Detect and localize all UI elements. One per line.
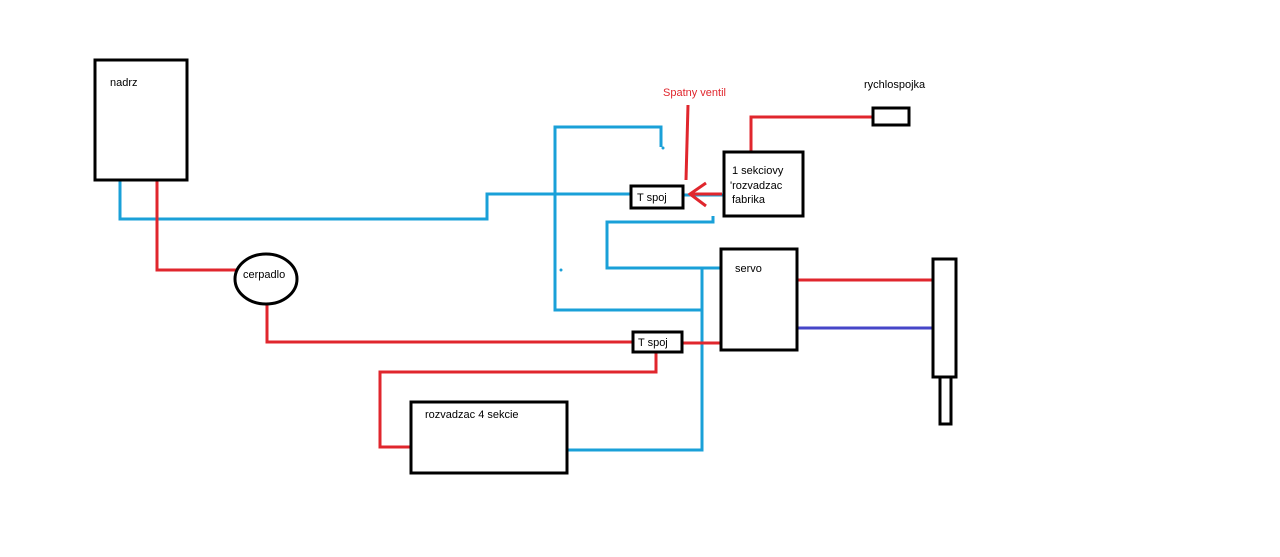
return-loop-outer <box>553 125 702 312</box>
section-valve-box <box>722 150 805 218</box>
supply-tee-to-valve-block <box>378 352 658 449</box>
tee-top-label: T spoj <box>637 192 667 204</box>
return-valve-block <box>567 268 704 452</box>
return-lines <box>118 125 724 452</box>
supply-section-to-coupling <box>749 115 873 152</box>
section-valve-line-1: 1 sekciovy <box>732 165 784 177</box>
cylinder-body <box>931 257 958 379</box>
tee-top-box <box>629 184 685 210</box>
servo-box <box>719 247 799 352</box>
stray-dot <box>559 268 563 272</box>
quick-coupling-box <box>871 106 911 127</box>
supply-pump-to-tee <box>265 302 633 344</box>
tank-box <box>93 58 189 182</box>
section-valve-line-2: 'rozvadzac <box>730 180 783 192</box>
tee-bottom-label: T spoj <box>638 337 668 349</box>
return-tank-to-tee-top <box>118 180 631 221</box>
valve-block-box <box>409 400 569 475</box>
supply-tank-to-pump <box>155 180 236 272</box>
supply-lines <box>155 115 933 449</box>
section-valve-line-3: fabrika <box>732 194 766 206</box>
pump-label: cerpadlo <box>243 269 285 281</box>
check-valve-label: Spatny ventil <box>663 87 726 99</box>
pump-ellipse <box>233 252 299 306</box>
stray-dot <box>661 146 665 150</box>
tank-label: nadrz <box>110 77 138 89</box>
cylinder-rod <box>938 375 953 426</box>
check-valve-arrow <box>684 104 722 208</box>
valve-block-label: rozvadzac 4 sekcie <box>425 409 519 421</box>
servo-label: servo <box>735 263 762 275</box>
return-servo-to-section <box>605 216 721 270</box>
tee-bottom-box <box>631 330 684 354</box>
quick-coupling-label: rychlospojka <box>864 79 926 91</box>
